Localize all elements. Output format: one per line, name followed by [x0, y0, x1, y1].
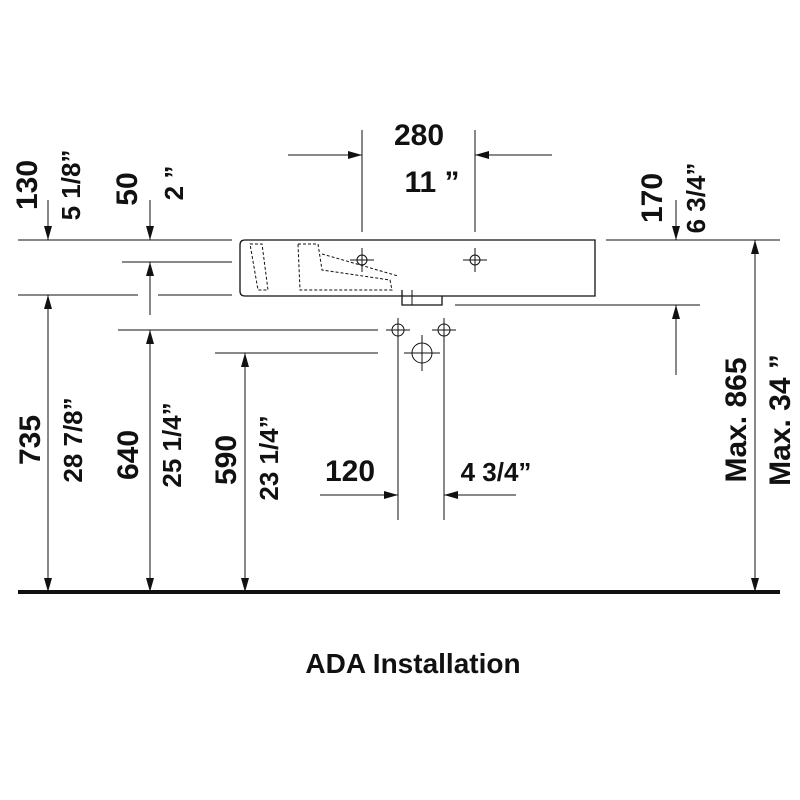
dim-640-mm: 640: [112, 430, 145, 480]
dim-max-mm: Max. 865: [720, 357, 753, 482]
basin-outline: [239, 239, 596, 306]
dim-120-mm: 120: [325, 455, 375, 488]
dim-50-inch: 2 ”: [159, 166, 189, 201]
dim-590-inch: 23 1/4”: [254, 415, 284, 500]
dim-130-inch: 5 1/8”: [56, 150, 86, 221]
drawing-caption: ADA Installation: [305, 648, 520, 679]
dim-120-inch: 4 3/4”: [461, 457, 532, 487]
dim-max-lines: [751, 240, 759, 592]
dim-640-inch: 25 1/4”: [157, 402, 187, 487]
supply-symbols: [386, 318, 456, 520]
dim-130-mm: 130: [11, 160, 44, 210]
dim-170-mm: 170: [636, 173, 669, 223]
dim-50-lines: [146, 200, 154, 592]
dim-280-lines: [288, 130, 552, 232]
dim-280-mm: 280: [394, 119, 444, 152]
dim-735-inch: 28 7/8”: [58, 397, 88, 482]
dim-735-mm: 735: [14, 415, 47, 465]
dim-590-mm: 590: [210, 435, 243, 485]
dim-280-inch: 11 ”: [404, 166, 459, 199]
dim-50-mm: 50: [111, 172, 144, 205]
dim-170-lines: [672, 200, 680, 375]
dim-590-lines: [241, 353, 249, 592]
dim-120-lines: [320, 491, 516, 499]
dim-130-lines: [44, 200, 52, 592]
dim-max-inch: Max. 34 ”: [764, 354, 797, 486]
dim-170-inch: 6 3/4”: [681, 163, 711, 234]
